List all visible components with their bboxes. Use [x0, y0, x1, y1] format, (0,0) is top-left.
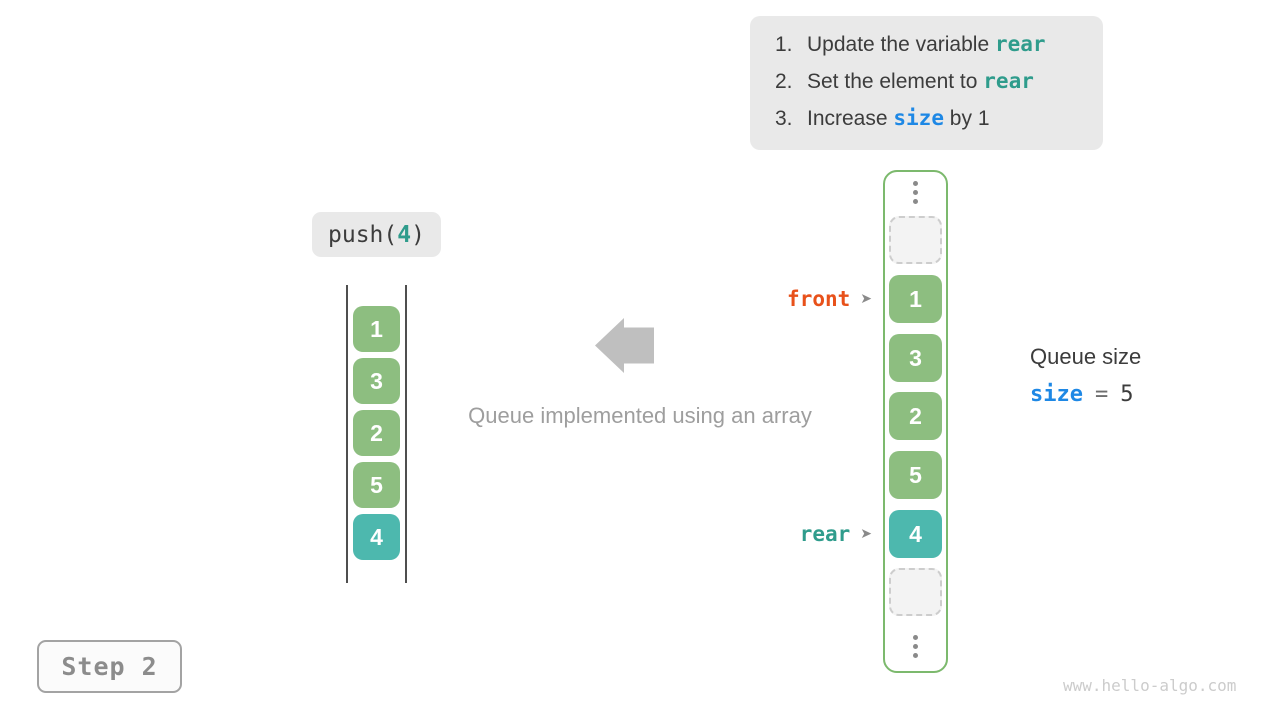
array-frame: 1 3 2 5 4 [883, 170, 948, 673]
array-cell: 2 [889, 392, 942, 440]
array-cell: 1 [889, 275, 942, 323]
left-arrow-icon [595, 318, 654, 373]
queue-size-title: Queue size [1030, 344, 1142, 369]
arrow-right-icon: ➤ [860, 291, 872, 307]
array-cell: 5 [889, 451, 942, 499]
operation-suffix: ) [411, 221, 425, 248]
code-token-size: size [893, 106, 944, 130]
instruction-text: Update the variable rear [807, 32, 1046, 56]
operation-prefix: push( [328, 221, 398, 248]
front-label: front [787, 287, 851, 311]
code-token-rear: rear [994, 32, 1046, 56]
operation-argument: 4 [397, 221, 412, 248]
stack-cell: 4 [353, 514, 400, 560]
instruction-item: 3. Increase size by 1 [775, 100, 1103, 137]
instruction-item: 1. Update the variable rear [775, 26, 1103, 63]
queue-size-value-row: size = 5 [1030, 382, 1141, 407]
vertical-ellipsis-icon [913, 181, 918, 204]
watermark: www.hello-algo.com [1063, 676, 1237, 695]
instruction-item: 2. Set the element to rear [775, 63, 1103, 100]
queue-stack: 1 3 2 5 4 [346, 285, 407, 583]
instruction-text: Increase size by 1 [807, 106, 990, 130]
empty-slot [889, 568, 942, 616]
code-token-rear: rear [983, 69, 1034, 93]
instruction-number: 3. [775, 107, 793, 130]
size-value: 5 [1120, 382, 1134, 407]
equals-sign: = [1094, 382, 1109, 407]
figure-caption: Queue implemented using an array [468, 403, 812, 428]
stack-cell: 1 [353, 306, 400, 352]
operation-label: push(4) [312, 212, 441, 257]
stack-cell: 3 [353, 358, 400, 404]
array-cell: 3 [889, 334, 942, 382]
instruction-number: 1. [775, 33, 793, 56]
vertical-ellipsis-icon [913, 635, 918, 658]
empty-slot [889, 216, 942, 264]
instruction-panel: 1. Update the variable rear 2. Set the e… [750, 16, 1103, 150]
rear-label: rear [799, 522, 851, 546]
rear-pointer-label: rear ➤ [800, 521, 872, 547]
size-variable: size [1030, 382, 1083, 407]
queue-size-panel: Queue size size = 5 [1030, 344, 1141, 407]
array-cell: 4 [889, 510, 942, 558]
instruction-number: 2. [775, 70, 793, 93]
instruction-text: Set the element to rear [807, 69, 1034, 93]
step-label: Step 2 [61, 652, 158, 681]
arrow-right-icon: ➤ [860, 526, 872, 542]
stack-cell: 5 [353, 462, 400, 508]
step-badge: Step 2 [37, 640, 182, 693]
stack-cell: 2 [353, 410, 400, 456]
front-pointer-label: front ➤ [787, 286, 872, 312]
